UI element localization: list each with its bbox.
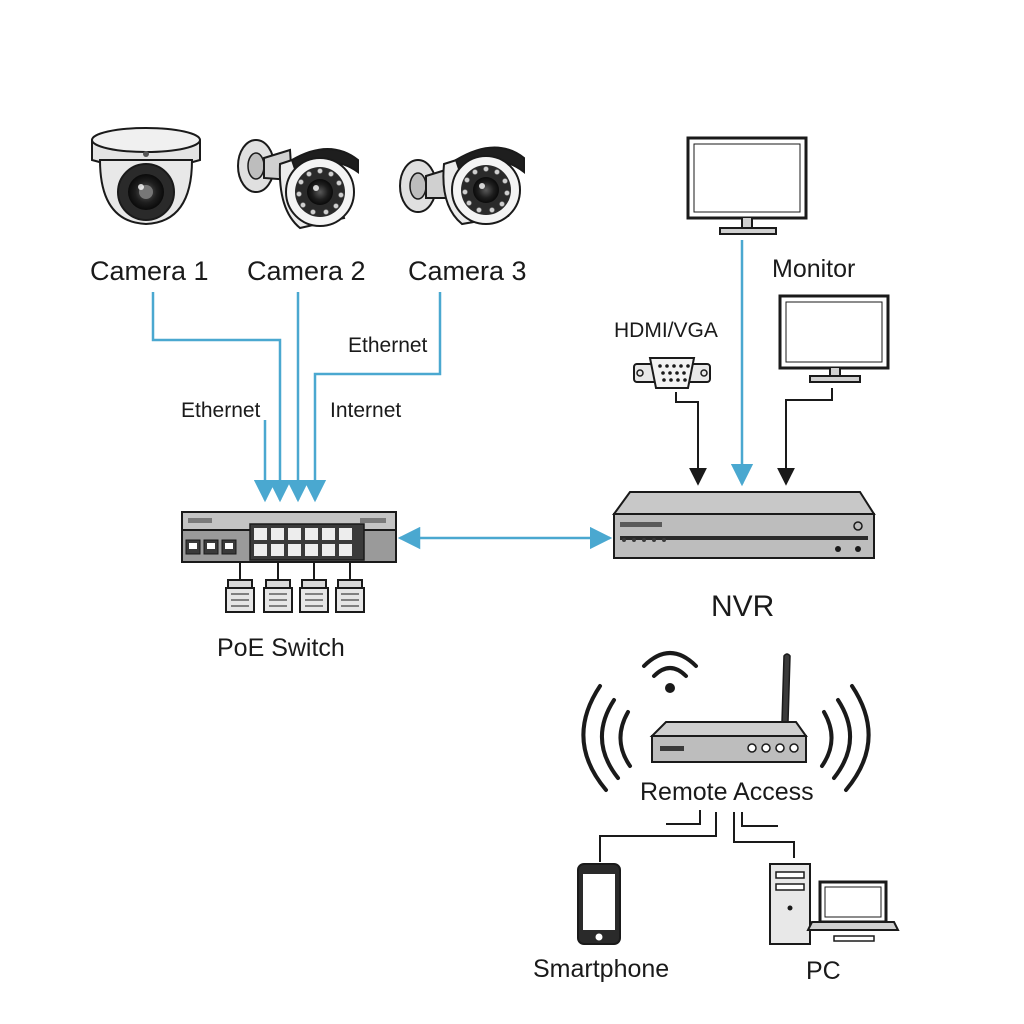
smartphone-label: Smartphone — [533, 955, 670, 983]
hdmi-vga-label: HDMI/VGA — [614, 319, 718, 342]
remote-access-label: Remote Access — [640, 778, 814, 806]
rj45-connectors — [225, 562, 365, 613]
monitor-icon-1 — [686, 136, 808, 235]
wireless-waves-left — [581, 684, 632, 792]
camera-2-label: Camera 2 — [247, 256, 366, 286]
smartphone-icon — [577, 863, 621, 945]
desktop-pc-icon — [769, 863, 900, 945]
camera-3-bullet-icon — [399, 146, 525, 226]
monitor-icon-2 — [778, 294, 890, 383]
camera-2-bullet-icon — [237, 139, 359, 230]
vga-connector-icon — [633, 357, 711, 389]
monitor-label: Monitor — [772, 255, 856, 283]
remote-access-lines — [599, 810, 795, 862]
camera-cables — [151, 292, 442, 503]
router-icon — [649, 653, 808, 763]
wireless-waves-right — [820, 684, 871, 792]
ethernet-label-left: Ethernet — [181, 399, 261, 422]
internet-label: Internet — [330, 399, 402, 422]
nvr-icon — [612, 491, 876, 559]
ethernet-label-right: Ethernet — [348, 334, 428, 357]
camera-1-label: Camera 1 — [90, 256, 209, 286]
poe-switch-label: PoE Switch — [217, 634, 345, 662]
monitor-2-cable — [777, 388, 833, 486]
wifi-icon — [642, 651, 698, 693]
camera-1-dome-icon — [91, 127, 201, 226]
camera-3-label: Camera 3 — [408, 256, 527, 286]
vga-cable — [675, 392, 707, 486]
poe-switch-icon — [181, 511, 397, 563]
pc-label: PC — [806, 957, 841, 985]
nvr-label: NVR — [711, 590, 775, 623]
